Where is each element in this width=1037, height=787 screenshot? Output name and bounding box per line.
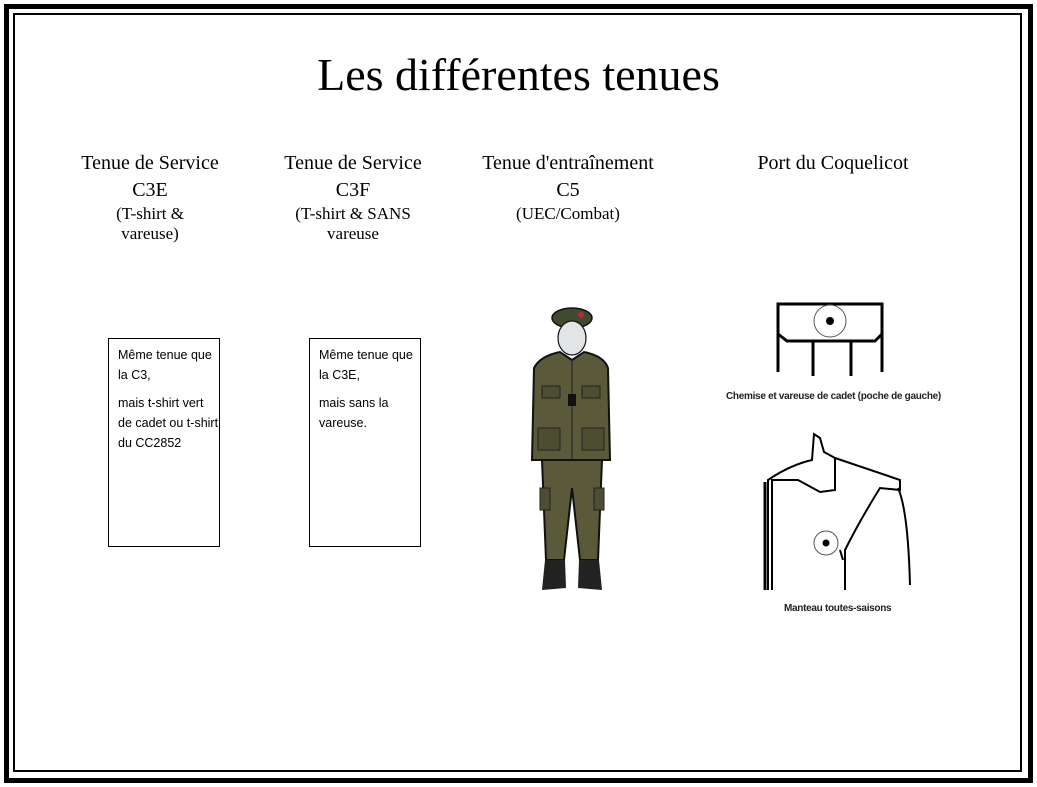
column-poppy-heading: Port du Coquelicot	[733, 150, 933, 177]
page-border-outer	[4, 4, 1033, 783]
face	[557, 320, 587, 356]
column-detail: (T-shirt & SANS vareuse	[295, 204, 411, 243]
column-c3e-heading: Tenue de Service C3E (T-shirt & vareuse)	[70, 150, 230, 244]
boot-right	[578, 560, 602, 590]
note-text: Même tenue que la C3,	[118, 348, 212, 382]
column-detail: (T-shirt & vareuse)	[116, 204, 184, 243]
column-c5-heading: Tenue d'entraînement C5 (UEC/Combat)	[468, 150, 668, 224]
column-name: Tenue d'entraînement	[482, 152, 654, 174]
note-text: mais t-shirt vert de cadet ou t-shirt du…	[118, 396, 219, 450]
shirt-pocket-poppy-diagram	[776, 302, 884, 376]
trousers	[540, 459, 604, 561]
column-name: Port du Coquelicot	[757, 152, 909, 174]
column-code: C3F	[335, 179, 371, 201]
column-code: C5	[556, 179, 580, 201]
note-text: Même tenue que la C3E,	[319, 348, 413, 382]
page-border-inner	[13, 13, 1022, 772]
column-name: Tenue de Service	[81, 152, 219, 174]
caption-shirt: Chemise et vareuse de cadet (poche de ga…	[726, 391, 941, 402]
coat-poppy-diagram	[763, 432, 911, 590]
poppy-center-icon	[826, 317, 834, 325]
column-code: C3E	[132, 179, 168, 201]
poppy-center-icon	[822, 539, 830, 547]
badge-icon	[578, 312, 584, 318]
column-detail: (UEC/Combat)	[516, 204, 620, 223]
poppy-outline	[813, 530, 839, 556]
column-name: Tenue de Service	[284, 152, 422, 174]
boot-left	[542, 560, 566, 590]
c5-uniform-illustration	[530, 307, 612, 590]
caption-coat: Manteau toutes-saisons	[784, 603, 892, 614]
note-box-c3f: Même tenue que la C3E, mais sans la vare…	[309, 338, 421, 547]
note-text: mais sans la vareuse.	[319, 396, 389, 430]
note-box-c3e: Même tenue que la C3, mais t-shirt vert …	[108, 338, 220, 547]
poppy-outline	[813, 304, 847, 338]
column-c3f-heading: Tenue de Service C3F (T-shirt & SANS var…	[273, 150, 433, 244]
page-title: Les différentes tenues	[317, 49, 720, 100]
